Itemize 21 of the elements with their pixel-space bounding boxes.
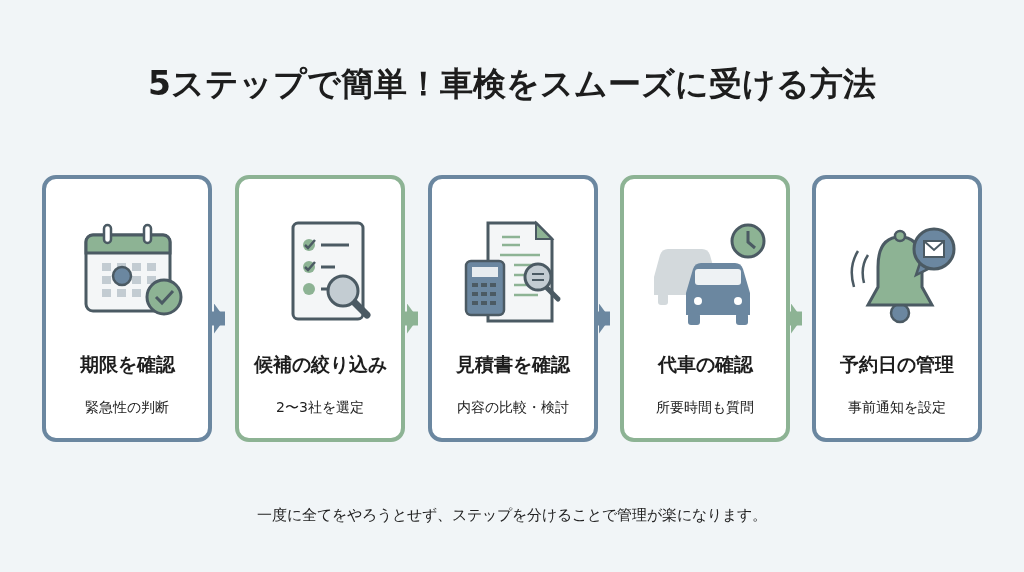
step-title: 候補の絞り込み: [252, 352, 388, 377]
step-card: [42, 175, 212, 442]
arrow: [405, 303, 418, 334]
caption: 一度に全てをやろうとせず、ステップを分けることで管理が楽になります。: [256, 506, 768, 525]
step-title: 見積書を確認: [455, 352, 572, 377]
step-card: [812, 175, 982, 442]
step-description: 事前通知を設定: [847, 399, 947, 417]
arrow: [790, 303, 802, 334]
arrow: [598, 303, 610, 334]
step-card: [428, 175, 598, 442]
step-title: 予約日の管理: [839, 352, 955, 377]
step-description: 緊急性の判断: [84, 399, 170, 417]
step-title: 期限を確認: [78, 352, 177, 377]
step-description: 2〜3社を選定: [275, 399, 365, 417]
step-title: 代車の確認: [656, 352, 755, 377]
step-description: 所要時間も質問: [655, 399, 755, 417]
arrow: [212, 303, 225, 334]
step-card: [235, 175, 405, 442]
step-description: 内容の比較・検討: [456, 399, 570, 417]
title: 5ステップで簡単！車検をスムーズに受ける方法: [147, 63, 877, 105]
step-card: [620, 175, 790, 442]
